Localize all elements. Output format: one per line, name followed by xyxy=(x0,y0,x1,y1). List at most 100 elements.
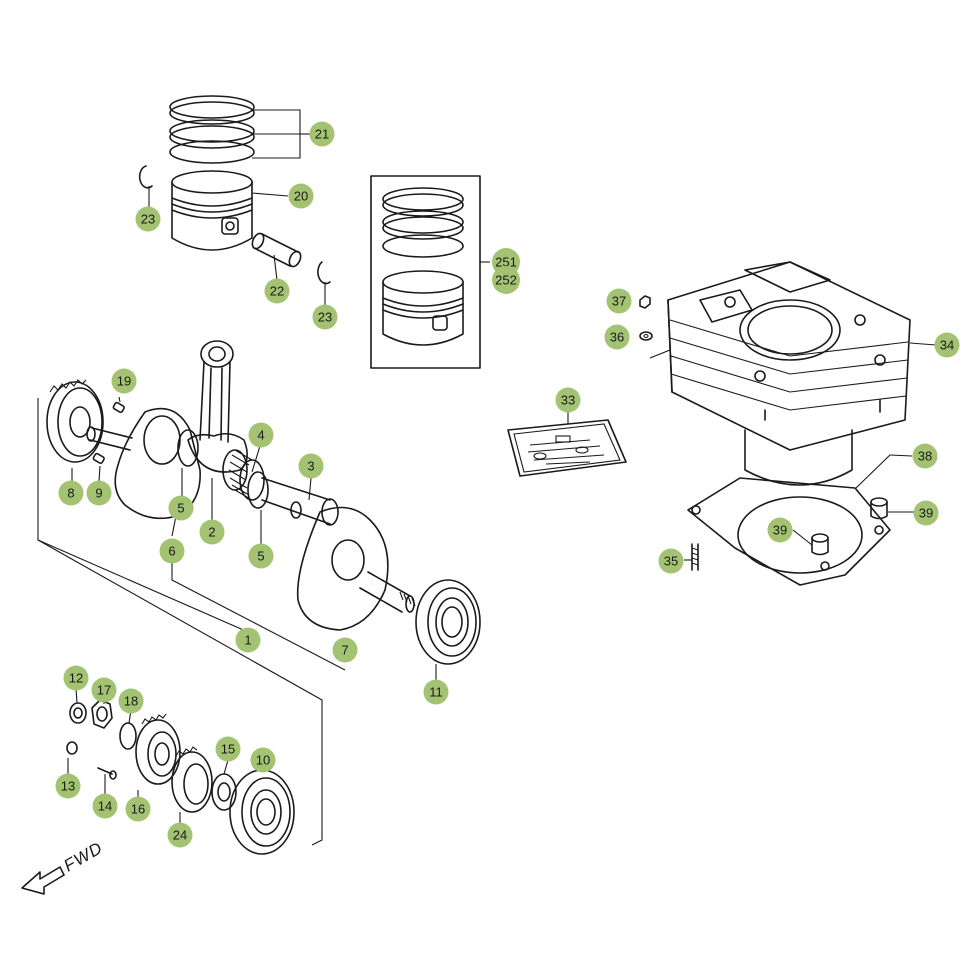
callout-number: 10 xyxy=(256,753,270,768)
callout-21[interactable]: 21 xyxy=(309,121,335,147)
callout-badge-circle xyxy=(125,796,151,822)
drive-gear-16 xyxy=(135,713,181,785)
callout-1[interactable]: 1 xyxy=(235,627,261,653)
callout-13[interactable]: 13 xyxy=(55,773,81,799)
bearing-10 xyxy=(229,769,295,855)
callout-number: 3 xyxy=(307,459,314,474)
callout-number: 18 xyxy=(124,694,138,709)
callout-36[interactable]: 36 xyxy=(604,324,630,350)
callout-22[interactable]: 22 xyxy=(264,278,290,304)
callout-10[interactable]: 10 xyxy=(250,747,276,773)
callout-19[interactable]: 19 xyxy=(111,368,137,394)
fwd-label: FWD xyxy=(61,838,107,875)
callout-number: 20 xyxy=(294,189,308,204)
callout-37[interactable]: 37 xyxy=(606,288,632,314)
callout-35[interactable]: 35 xyxy=(658,548,684,574)
callout-12[interactable]: 12 xyxy=(63,665,89,691)
callout-2[interactable]: 2 xyxy=(199,519,225,545)
callout-badge-circle xyxy=(423,679,449,705)
dowel-pin-39-right xyxy=(870,497,888,520)
stud-bolt-35 xyxy=(691,543,699,571)
callout-badge-circle xyxy=(111,368,137,394)
callout-33[interactable]: 33 xyxy=(555,387,581,413)
nut-12 xyxy=(69,702,87,724)
gear-15 xyxy=(211,773,237,811)
callout-number: 33 xyxy=(561,393,575,408)
washer-36 xyxy=(639,331,653,341)
callout-number: 5 xyxy=(177,501,184,516)
connecting-rod xyxy=(187,340,248,473)
callout-badge-circle xyxy=(135,206,161,232)
thrust-washer-left xyxy=(177,429,199,467)
right-crank-web xyxy=(296,506,416,631)
callout-3[interactable]: 3 xyxy=(298,453,324,479)
callout-number: 9 xyxy=(95,486,102,501)
oversize-rings xyxy=(382,187,464,258)
callout-number: 7 xyxy=(341,643,348,658)
callout-7[interactable]: 7 xyxy=(332,637,358,663)
callout-252[interactable]: 252 xyxy=(492,266,520,294)
piston xyxy=(171,170,253,251)
callout-16[interactable]: 16 xyxy=(125,796,151,822)
callout-badge-circle xyxy=(92,793,118,819)
callout-23b[interactable]: 23 xyxy=(312,304,338,330)
callout-20[interactable]: 20 xyxy=(288,183,314,209)
callout-39a[interactable]: 39 xyxy=(767,517,793,543)
callout-number: 13 xyxy=(61,779,75,794)
callout-badge-circle xyxy=(555,387,581,413)
callout-badge-circle xyxy=(298,453,324,479)
callout-badge-circle xyxy=(199,519,225,545)
circlip-right xyxy=(317,261,331,285)
callout-23a[interactable]: 23 xyxy=(135,206,161,232)
callout-badge-circle xyxy=(658,548,684,574)
callout-15[interactable]: 15 xyxy=(215,736,241,762)
callout-badge-circle xyxy=(91,677,117,703)
washer-17 xyxy=(91,699,113,729)
callout-badge-circle xyxy=(118,688,144,714)
callout-number: 37 xyxy=(612,294,626,309)
spacer-18 xyxy=(119,722,137,750)
piston-pin xyxy=(251,232,302,268)
callout-badge-circle xyxy=(86,480,112,506)
callout-number: 39 xyxy=(773,523,787,538)
callout-11[interactable]: 11 xyxy=(423,679,449,705)
oversize-piston xyxy=(382,270,464,346)
callout-38[interactable]: 38 xyxy=(912,443,938,469)
callout-5a[interactable]: 5 xyxy=(168,495,194,521)
nut-37 xyxy=(639,295,651,309)
callout-17[interactable]: 17 xyxy=(91,677,117,703)
callout-9[interactable]: 9 xyxy=(86,480,112,506)
callout-number: 11 xyxy=(429,685,443,700)
callout-4[interactable]: 4 xyxy=(248,422,274,448)
bolt-14 xyxy=(97,767,117,780)
callout-badge-circle xyxy=(58,480,84,506)
callout-badge-circle xyxy=(235,627,261,653)
callout-34[interactable]: 34 xyxy=(934,332,960,358)
callout-8[interactable]: 8 xyxy=(58,480,84,506)
cylinder-block xyxy=(667,261,911,486)
key-13 xyxy=(66,741,78,755)
callout-badge-circle xyxy=(288,183,314,209)
callout-number: 22 xyxy=(270,284,284,299)
callout-number: 17 xyxy=(97,683,111,698)
callout-number: 23 xyxy=(141,212,155,227)
callout-6[interactable]: 6 xyxy=(159,538,185,564)
callout-number: 39 xyxy=(919,506,933,521)
callout-14[interactable]: 14 xyxy=(92,793,118,819)
callout-39b[interactable]: 39 xyxy=(913,500,939,526)
callout-18[interactable]: 18 xyxy=(118,688,144,714)
callout-badge-circle xyxy=(55,773,81,799)
callout-24[interactable]: 24 xyxy=(167,822,193,848)
callout-badge-circle xyxy=(250,747,276,773)
callout-badge-circle xyxy=(248,543,274,569)
callout-number: 35 xyxy=(664,554,678,569)
callout-number: 12 xyxy=(69,671,83,686)
crank-pin xyxy=(261,477,339,526)
callout-badge-circle xyxy=(264,278,290,304)
callout-number: 14 xyxy=(98,799,112,814)
callout-badge-circle xyxy=(248,422,274,448)
callout-number: 251 xyxy=(495,255,517,270)
callout-5b[interactable]: 5 xyxy=(248,543,274,569)
crankshaft-group-frame xyxy=(37,398,323,846)
